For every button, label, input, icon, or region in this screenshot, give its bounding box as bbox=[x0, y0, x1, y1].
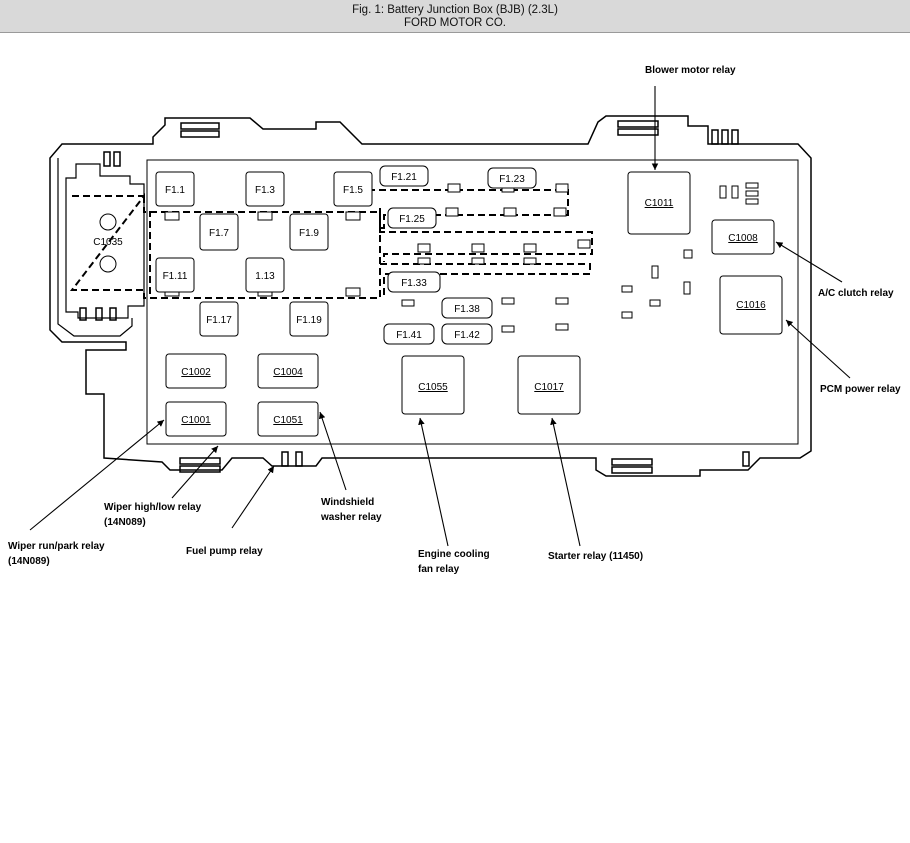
c1035-label: C1035 bbox=[93, 237, 123, 248]
callout-wiper-high-low-line2: (14N089) bbox=[104, 517, 146, 528]
relay-c1004 bbox=[257, 353, 319, 389]
fuse-f1-19 bbox=[289, 301, 329, 337]
fuse-f1-33 bbox=[387, 271, 441, 293]
fuse-f1-42-label: F1.42 bbox=[454, 330, 480, 341]
c1004-label: C1004 bbox=[273, 367, 303, 378]
fuse-f1-5-label: F1.5 bbox=[343, 185, 363, 196]
callout-windshield-washer-line1: Windshield bbox=[321, 497, 374, 508]
fuse-f1-3 bbox=[245, 171, 285, 207]
c1011-label: C1011 bbox=[645, 198, 674, 209]
relay-c1008 bbox=[711, 219, 775, 255]
fuse-f1-38 bbox=[441, 297, 493, 319]
fuse-f1-38-label: F1.38 bbox=[454, 304, 480, 315]
callout-fuel-pump-relay: Fuel pump relay bbox=[186, 546, 263, 557]
callout-windshield-washer-line2: washer relay bbox=[320, 512, 382, 523]
fuse-f1-42 bbox=[441, 323, 493, 345]
fuse-f1-13-label: 1.13 bbox=[255, 271, 275, 282]
callout-wiper-high-low-line1: Wiper high/low relay bbox=[104, 502, 202, 513]
relay-c1051 bbox=[257, 401, 319, 437]
fuse-f1-3-label: F1.3 bbox=[255, 185, 275, 196]
c1001-label: C1001 bbox=[181, 415, 211, 426]
leader-lines bbox=[29, 86, 851, 547]
callout-blower-motor-relay: Blower motor relay bbox=[645, 65, 736, 76]
callout-engine-cooling-line1: Engine cooling bbox=[418, 549, 490, 560]
fuse-f1-1 bbox=[155, 171, 195, 207]
c1055-label: C1055 bbox=[418, 382, 448, 393]
fuse-f1-13 bbox=[245, 257, 285, 293]
callout-wiper-run-park-line2: (14N089) bbox=[8, 556, 50, 567]
callout-ac-clutch-relay: A/C clutch relay bbox=[818, 288, 894, 299]
relay-c1001 bbox=[165, 401, 227, 437]
c1008-label: C1008 bbox=[728, 233, 758, 244]
fuse-f1-17 bbox=[199, 301, 239, 337]
connector-c1035: C1035 bbox=[93, 213, 123, 273]
c1051-label: C1051 bbox=[273, 415, 303, 426]
fuse-f1-5 bbox=[333, 171, 373, 207]
housing-inner bbox=[146, 159, 799, 445]
fuse-f1-9-label: F1.9 bbox=[299, 228, 319, 239]
c1002-label: C1002 bbox=[181, 367, 211, 378]
relay-c1017 bbox=[517, 355, 581, 415]
fuse-f1-33-label: F1.33 bbox=[401, 278, 427, 289]
relay-c1011 bbox=[627, 171, 691, 235]
fuse-f1-7-label: F1.7 bbox=[209, 228, 229, 239]
figure-title: Fig. 1: Battery Junction Box (BJB) (2.3L… bbox=[352, 4, 558, 16]
fuse-f1-9 bbox=[289, 213, 329, 251]
fuse-f1-1-label: F1.1 bbox=[165, 185, 185, 196]
fuse-f1-7 bbox=[199, 213, 239, 251]
figure-title-bar: Fig. 1: Battery Junction Box (BJB) (2.3L… bbox=[0, 0, 910, 33]
callout-engine-cooling-line2: fan relay bbox=[418, 564, 460, 575]
relay-c1055 bbox=[401, 355, 465, 415]
housing-outline bbox=[49, 115, 812, 477]
fuse-f1-25-label: F1.25 bbox=[399, 214, 425, 225]
fuse-f1-11-label: F1.11 bbox=[163, 271, 188, 282]
fuse-f1-25 bbox=[387, 207, 437, 229]
fuse-f1-23-label: F1.23 bbox=[499, 174, 525, 185]
fuse-sockets bbox=[164, 182, 759, 333]
fuse-f1-41 bbox=[383, 323, 435, 345]
fuse-f1-21-label: F1.21 bbox=[391, 172, 417, 183]
relay-c1002 bbox=[165, 353, 227, 389]
left-module-outer bbox=[57, 158, 133, 337]
fuse-f1-23 bbox=[487, 167, 537, 189]
fuse-f1-19-label: F1.19 bbox=[296, 315, 322, 326]
fuse-f1-17-label: F1.17 bbox=[206, 315, 232, 326]
left-module bbox=[65, 163, 145, 319]
c1016-label: C1016 bbox=[736, 300, 766, 311]
fuse-f1-41-label: F1.41 bbox=[396, 330, 422, 341]
callout-starter-relay: Starter relay (11450) bbox=[548, 551, 643, 562]
relay-c1016 bbox=[719, 275, 783, 335]
fuse-f1-11 bbox=[155, 257, 195, 293]
c1017-label: C1017 bbox=[534, 382, 564, 393]
figure-subtitle: FORD MOTOR CO. bbox=[403, 17, 506, 29]
callout-pcm-power-relay: PCM power relay bbox=[820, 384, 901, 395]
fuse-f1-21 bbox=[379, 165, 429, 187]
dashed-regions bbox=[69, 189, 593, 299]
callout-wiper-run-park-line1: Wiper run/park relay bbox=[8, 541, 105, 552]
